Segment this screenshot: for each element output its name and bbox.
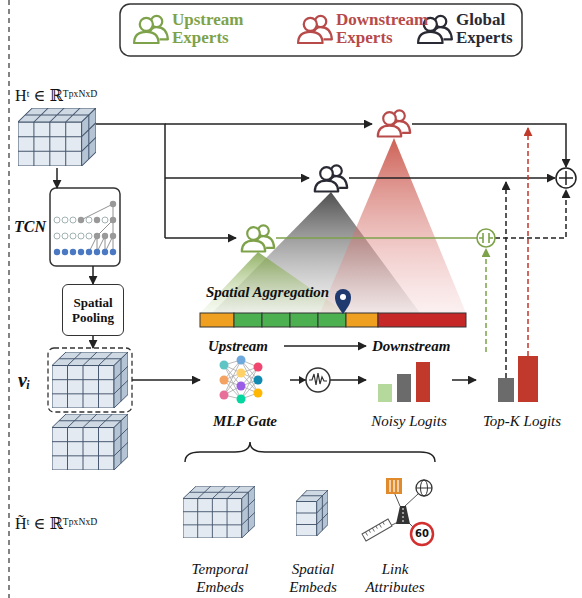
flow-arrow [92, 266, 94, 284]
logits-block: Top-K Logits [476, 352, 568, 430]
sum-symbol [556, 168, 576, 188]
expert-icons [242, 110, 410, 251]
tensor-node: Hᵗ ∈ ℝᵀᵖˣᴺˣᴰ [12, 86, 124, 168]
band-title: Spatial Aggregation [198, 283, 329, 301]
tcn-illustration [50, 188, 120, 266]
gate-block: MLP Gate [200, 352, 290, 430]
direction-arrow [284, 345, 366, 347]
flow-arrow [132, 379, 200, 381]
speed-limit-value: 60 [412, 528, 432, 540]
flow-arrow [92, 336, 94, 348]
flow-arrow [452, 379, 476, 381]
input-label: Link Attributes [352, 560, 438, 596]
tensor-node: H̃ᵗ ∈ ℝᵀᵖˣᴺˣᴰ [12, 412, 172, 534]
expert-routing [96, 124, 566, 378]
direction-label: Upstream [208, 337, 282, 355]
direction-label: Downstream [372, 337, 468, 355]
embedding-input: Spatial Embeds [282, 480, 344, 596]
legend-frame [120, 4, 522, 56]
tensor-cubes [18, 108, 328, 538]
tensor-label: H̃ᵗ ∈ ℝᵀᵖˣᴺˣᴰ [12, 514, 97, 534]
location-pin [335, 289, 351, 314]
tensor-label: vᵢ [12, 369, 30, 391]
legend-text: Upstream Experts [172, 11, 254, 47]
link-attribute-icons [362, 478, 433, 545]
panel-divider [8, 0, 9, 598]
box-label: Spatial Pooling [63, 295, 123, 325]
block-label: MLP Gate [213, 412, 277, 430]
embedding-input: Temporal Embeds [176, 480, 264, 596]
grouping-brace [185, 442, 435, 462]
gate-symbol [477, 229, 495, 247]
tensor-label: Hᵗ ∈ ℝᵀᵖˣᴺˣᴰ [12, 86, 97, 106]
process-box: Spatial Pooling [62, 284, 124, 336]
input-label: Temporal Embeds [176, 560, 264, 596]
legend-text: Global Experts [456, 11, 518, 47]
block-label: Noisy Logits [371, 412, 446, 430]
input-label: Spatial Embeds [282, 560, 344, 596]
mlp-icon [220, 356, 263, 404]
logits-block: Noisy Logits [366, 352, 452, 430]
road-band: Spatial Aggregation [198, 283, 470, 330]
block-label: Top-K Logits [483, 412, 561, 430]
block-label: TCN [12, 217, 46, 237]
flow-arrow [56, 168, 58, 188]
tcn-block: TCN [12, 188, 122, 266]
road-segments [200, 313, 466, 327]
flow-arrow [290, 379, 366, 381]
legend-text: Downstream Experts [336, 11, 432, 47]
logit-bars [378, 356, 538, 402]
pooled-tensor: vᵢ [12, 348, 132, 412]
